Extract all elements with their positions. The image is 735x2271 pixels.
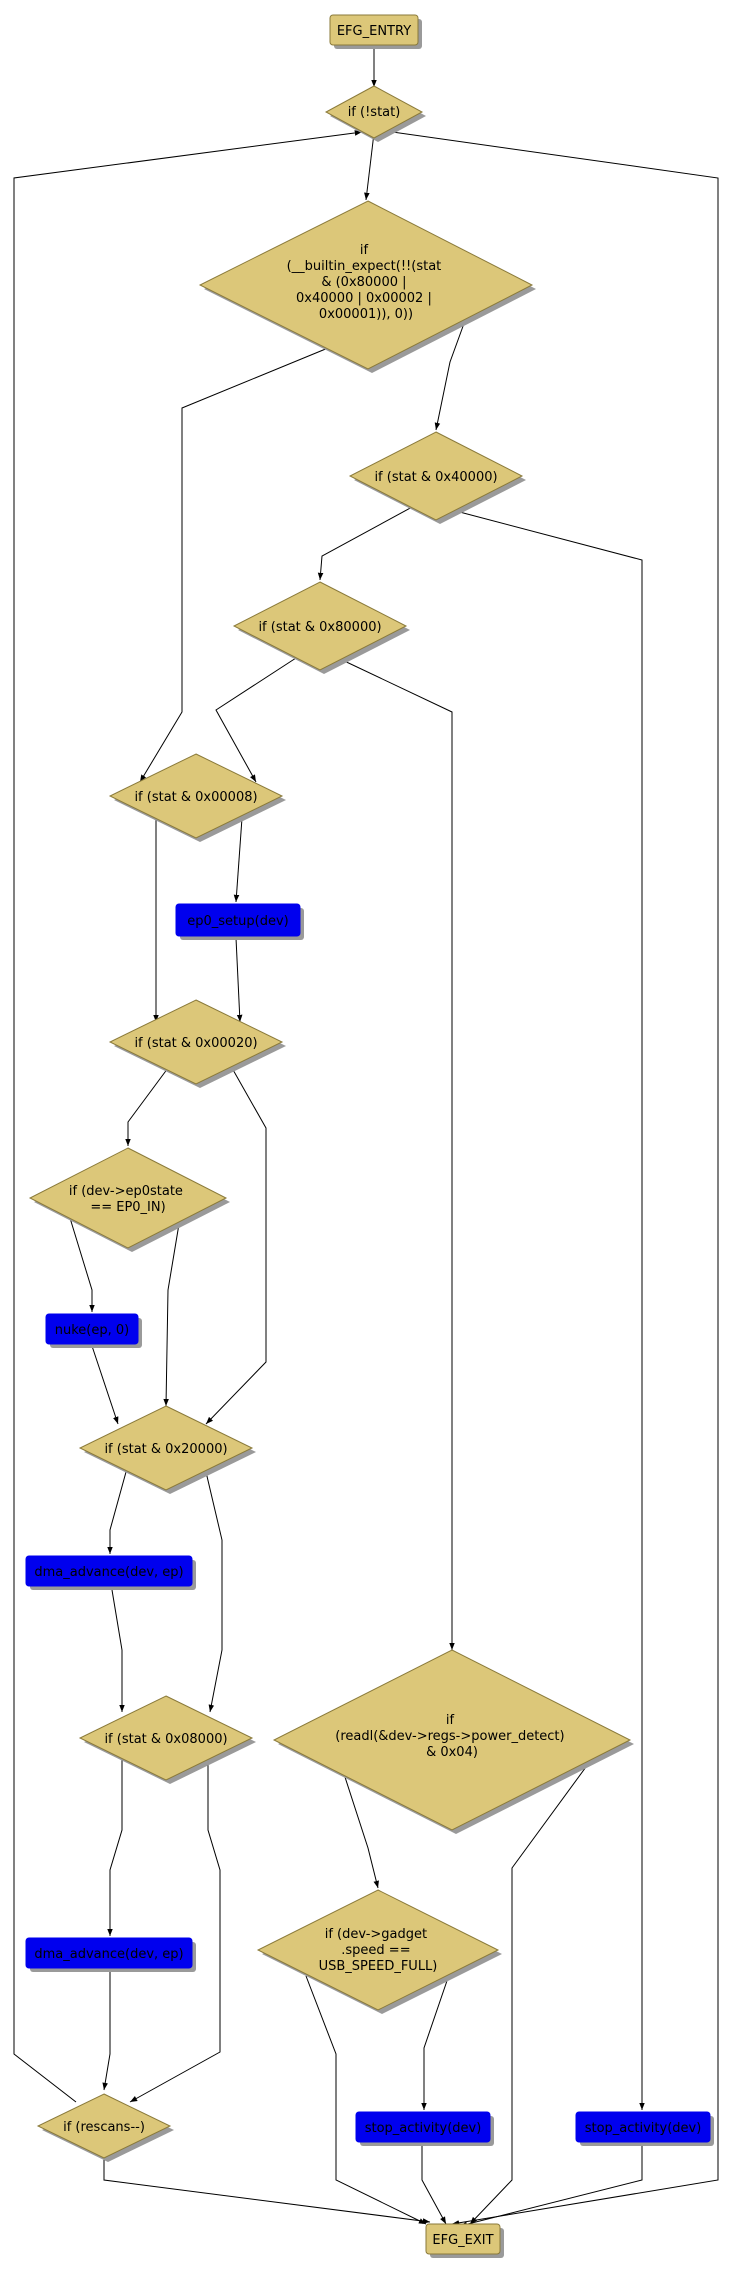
edge-if-readl-to-exit: [469, 1755, 595, 2225]
edge-if-40000-to-stop2: [451, 509, 645, 2110]
edge-if-rescans-to-if-stat: [13, 130, 363, 2103]
if-ep0state-label: if (dev->ep0state == EP0_IN): [69, 1184, 187, 1215]
nuke-node: nuke(ep, 0): [45, 1313, 142, 1348]
if-00008-label: if (stat & 0x00008): [134, 790, 257, 805]
stop-activity-2-node: stop_activity(dev): [575, 2111, 714, 2146]
if-rescans-node: if (rescans--): [36, 2093, 174, 2162]
stop-activity-2-label: stop_activity(dev): [585, 2121, 702, 2136]
if-gadget-node: if (dev->gadget .speed == USB_SPEED_FULL…: [256, 1889, 502, 2014]
if-08000-label: if (stat & 0x08000): [104, 1732, 227, 1747]
if-80000-node: if (stat & 0x80000): [232, 581, 410, 674]
dma-advance-2-label: dma_advance(dev, ep): [34, 1947, 183, 1962]
edge-if-80000-to-if-readl: [337, 657, 455, 1650]
dma-advance-1-node: dma_advance(dev, ep): [25, 1555, 196, 1590]
if-builtin-node: if (__builtin_expect(!!(stat & (0x80000 …: [198, 200, 536, 373]
edge-if-gadget-to-exit: [305, 1975, 427, 2225]
edge-if-builtin-to-if-40000: [434, 317, 467, 431]
edge-if-08000-to-dma-adv2: [107, 1760, 123, 1936]
edge-if-20000-to-if-08000: [205, 1471, 223, 1713]
if-00020-node: if (stat & 0x00020): [108, 999, 286, 1088]
edge-dma-adv2-to-if-rescans: [102, 1972, 111, 2091]
edge-if-builtin-to-if-00008: [139, 347, 329, 783]
if-00008-node: if (stat & 0x00008): [108, 753, 286, 842]
edge-if-80000-to-if-00008: [215, 657, 297, 783]
edge-if-40000-to-if-80000: [317, 505, 415, 581]
stop-activity-1-label: stop_activity(dev): [365, 2121, 482, 2136]
if-00020-label: if (stat & 0x00020): [134, 1036, 257, 1051]
edge-nuke-to-if-20000: [91, 1345, 119, 1425]
if-20000-label: if (stat & 0x20000): [104, 1442, 227, 1457]
if-20000-node: if (stat & 0x20000): [78, 1405, 256, 1494]
ep0-setup-node: ep0_setup(dev): [175, 903, 304, 940]
if-08000-node: if (stat & 0x08000): [78, 1695, 256, 1784]
edge-if-00020-to-if-20000: [205, 1067, 267, 1425]
edge-if-ep0state-to-nuke: [69, 1217, 95, 1312]
if-ep0state-node: if (dev->ep0state == EP0_IN): [28, 1147, 230, 1252]
edge-if-readl-to-if-gadget: [343, 1773, 379, 1889]
edge-if-rescans-to-exit: [103, 2152, 431, 2224]
if-readl-node: if (readl(&dev->regs->power_detect) & 0x…: [272, 1649, 634, 1834]
if-stat-label: if (!stat): [348, 105, 401, 120]
edge-if-gadget-to-stop1: [421, 1971, 451, 2110]
edge-stop1-to-exit: [421, 2144, 447, 2225]
edges: [13, 44, 719, 2227]
edge-if-08000-to-if-rescans: [129, 1760, 221, 2103]
nodes: EFG_ENTRY if (!stat) if (__builtin_expec…: [25, 14, 714, 2258]
edge-dma-adv1-to-if-08000: [111, 1589, 125, 1712]
edge-if-ep0state-to-if-20000: [163, 1217, 181, 1407]
edge-if-00008-to-ep0-setup: [233, 817, 243, 903]
if-readl-label: if (readl(&dev->regs->power_detect) & 0x…: [335, 1713, 569, 1760]
edge-if-00020-to-if-ep0state: [125, 1067, 169, 1146]
edge-if-20000-to-dma-adv1: [107, 1471, 127, 1554]
ep0-setup-label: ep0_setup(dev): [187, 914, 288, 929]
entry-node: EFG_ENTRY: [329, 14, 422, 49]
edge-stop2-to-exit: [459, 2144, 643, 2227]
entry-label: EFG_ENTRY: [337, 24, 411, 39]
if-rescans-label: if (rescans--): [63, 2120, 145, 2135]
dma-advance-1-label: dma_advance(dev, ep): [34, 1565, 183, 1580]
edge-if-stat-to-if-builtin: [364, 132, 375, 201]
exit-node: EFG_EXIT: [425, 2223, 504, 2258]
edge-ep0-setup-to-if-00020: [235, 937, 243, 1023]
if-stat-node: if (!stat): [324, 85, 426, 142]
exit-label: EFG_EXIT: [432, 2233, 493, 2248]
dma-advance-2-node: dma_advance(dev, ep): [25, 1937, 196, 1972]
if-40000-label: if (stat & 0x40000): [374, 470, 497, 485]
if-gadget-label: if (dev->gadget .speed == USB_SPEED_FULL…: [319, 1927, 438, 1974]
nuke-label: nuke(ep, 0): [55, 1323, 129, 1338]
if-40000-node: if (stat & 0x40000): [348, 431, 526, 524]
if-builtin-label: if (__builtin_expect(!!(stat & (0x80000 …: [287, 243, 446, 322]
if-80000-label: if (stat & 0x80000): [258, 620, 381, 635]
edge-if-stat-to-exit: [377, 129, 719, 2226]
stop-activity-1-node: stop_activity(dev): [355, 2111, 494, 2146]
